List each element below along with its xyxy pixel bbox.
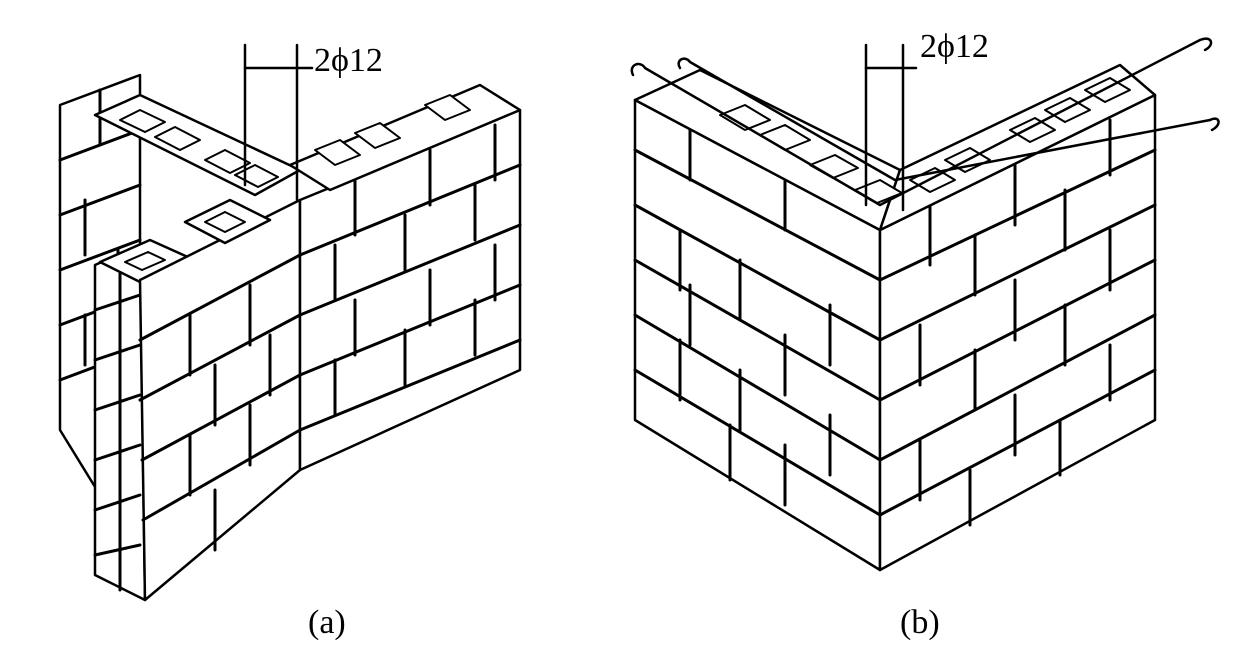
front-left-wall-a [138,198,302,602]
right-face-b [878,93,1157,572]
corner-wall-b [630,37,1220,572]
caption-b: (b) [900,604,940,641]
rebar-b [630,37,1220,212]
pier-a [93,238,192,602]
rebar-label-a: 2ϕ12 [314,42,383,79]
caption-a: (a) [308,604,346,641]
corner-wall-a [58,43,522,602]
right-wall-a [288,83,522,472]
rebar-a [243,43,314,202]
left-face-b [633,98,882,572]
rebar-label-b: 2ϕ12 [920,28,989,65]
